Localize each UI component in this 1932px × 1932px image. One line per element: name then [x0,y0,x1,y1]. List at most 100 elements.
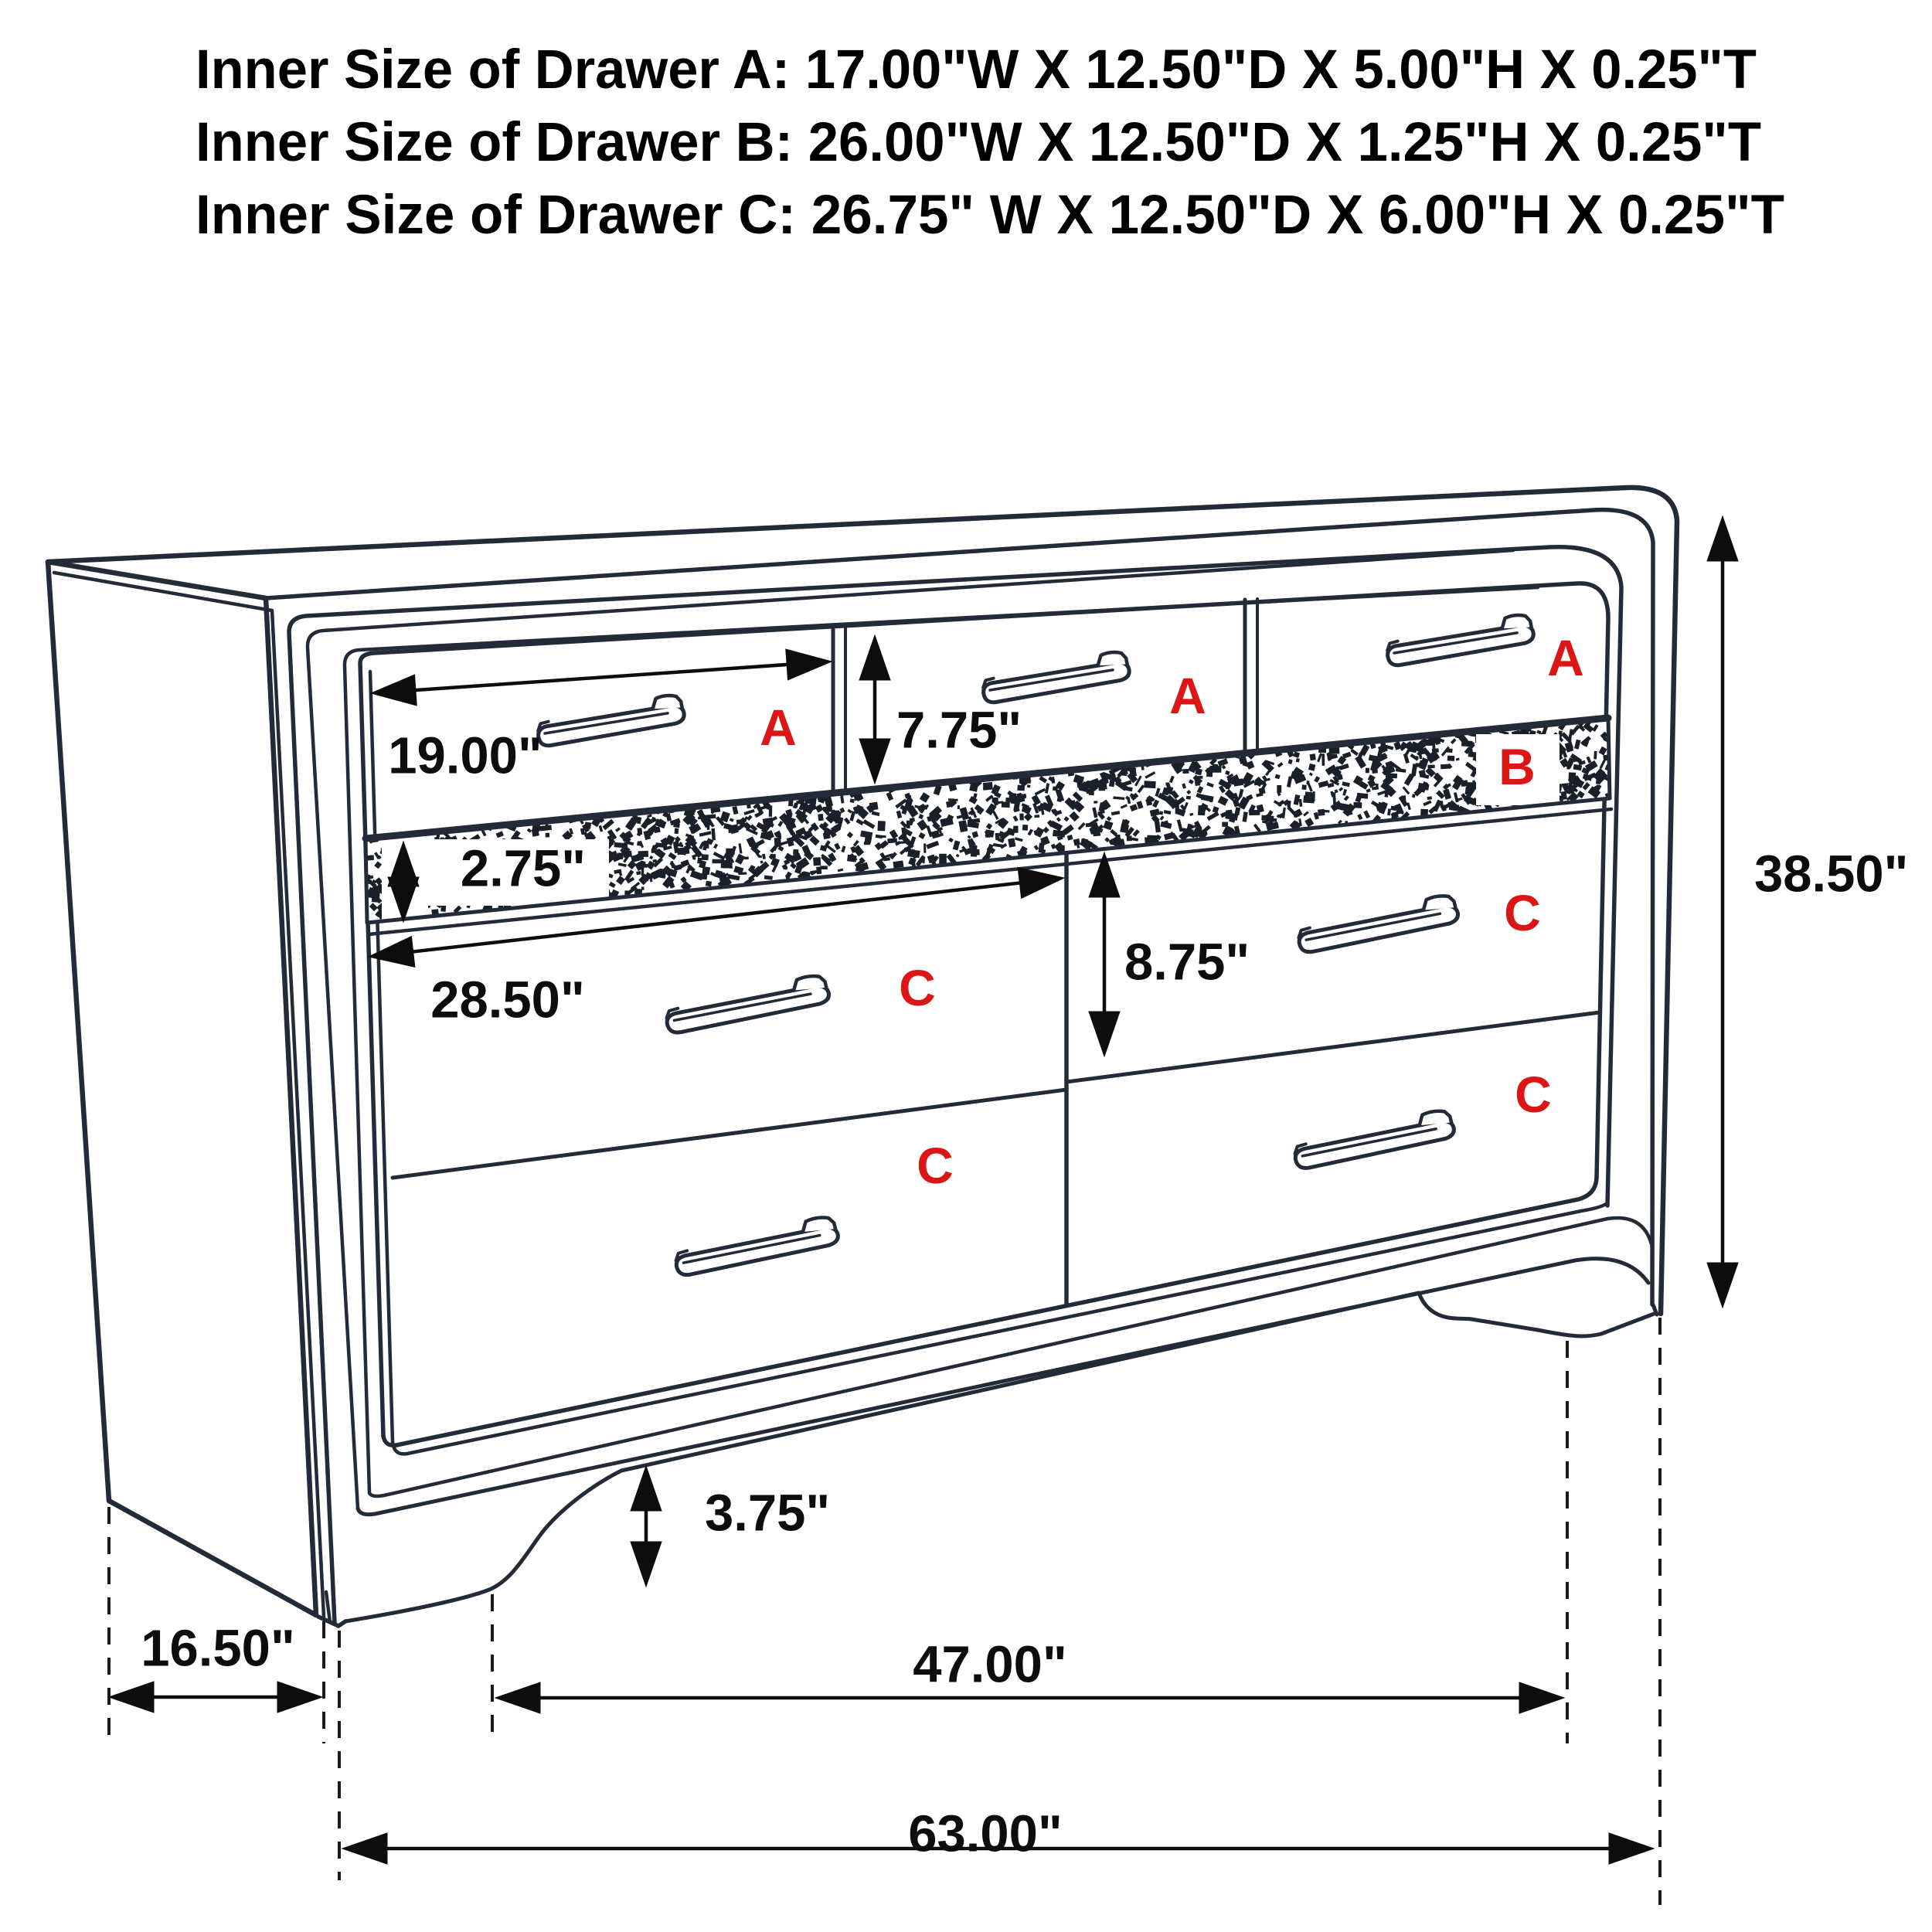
arrow-head [785,648,833,681]
frame-molding-rail-1 [305,548,1515,1511]
base-molding-top-edge [367,1216,1654,1498]
dimension-labels-group: 19.00" 7.75" 2.75" 28.50" 8.75" 38.50" 3… [141,702,1908,1863]
arrow-head [1706,515,1739,562]
handle-right-post [1418,1110,1451,1126]
frame-outer-rail [287,545,1624,1625]
top-back-edge-and-right-edge [45,485,1680,1317]
drawer-letter-c-bottom-right: C [1515,1066,1552,1123]
arrow-head [369,674,417,706]
drawer-a2-handle [981,651,1131,703]
arrow-head [630,1464,662,1512]
drawer-c-top-left-handle [664,975,832,1033]
arrow-head [1088,851,1121,898]
frame-molding-rail-2 [342,585,1540,1495]
dim-arrow-drawer-a-height [859,634,891,785]
arrow-head [494,1682,541,1714]
dim-arrow-drawer-b-height [387,840,420,923]
header-text-block: Inner Size of Drawer A: 17.00"W X 12.50"… [196,39,1784,246]
arrow-head [630,1541,662,1588]
left-foot-outline [316,1614,348,1628]
jewelry-drawer-band [362,714,1614,937]
handle-right-post [792,975,826,991]
speckle-dots [366,718,1610,922]
handle-left-post [537,722,549,731]
handle-left-post [665,1009,679,1019]
drawer-handles-group [536,614,1535,1276]
dim-arrow-base-height [630,1464,662,1588]
drawer-c-top-right-handle [1296,894,1461,953]
dim-label-overall-depth: 16.50" [141,1620,294,1678]
arrow-head [341,1832,388,1865]
header-line-drawer-b: Inner Size of Drawer B: 26.00"W X 12.50"… [196,112,1761,173]
drawer-letter-c-top-right: C [1504,884,1541,941]
band-label-keepout-2-75 [428,839,609,906]
drawer-c-bottom-right-handle [1292,1109,1457,1168]
dim-label-base-height: 3.75" [705,1485,830,1543]
arrow-head [367,935,416,968]
drawer-letter-a2: A [1169,667,1206,724]
dim-arrow-feet-span-width [494,1682,1566,1714]
drawer-c-right-divider [1064,1010,1602,1084]
handle-inner-line [682,1236,821,1263]
arrow-head [107,1681,155,1713]
handle-left-post [675,1250,688,1260]
band-label-keepout-b [1476,734,1560,805]
drawer-letter-c-bottom-left: C [917,1137,954,1194]
handle-right-post [1502,614,1532,629]
jewelry-band-lower-line [366,807,1614,937]
handle-left-post [1298,928,1311,938]
handle-right-post [652,695,682,709]
handle-left-post [1294,1144,1307,1154]
dim-label-overall-width: 63.00" [908,1805,1062,1863]
handle-inner-line [673,994,812,1020]
apron-bottom-edge-and-right-foot [343,1291,1658,1624]
dim-label-feet-span-width: 47.00" [913,1636,1066,1694]
dim-arrow-overall-width [341,1832,1655,1865]
dim-label-drawer-c-width: 28.50" [430,971,584,1029]
frame-inner-rail [358,581,1611,1438]
arrow-head [277,1681,324,1713]
dim-label-drawer-b-height: 2.75" [461,840,586,898]
arrow-head [1608,1832,1655,1865]
projection-lines-group [107,1318,1662,1905]
header-line-drawer-c: Inner Size of Drawer C: 26.75" W X 12.50… [196,185,1784,246]
dimension-arrows-group [107,515,1739,1865]
handle-inner-line [1393,633,1518,653]
drawer-a3-handle [1386,614,1535,666]
arrow-head [859,738,891,785]
drawer-letter-c-top-left: C [899,959,936,1016]
dim-arrow-overall-height [1706,515,1739,1309]
base-molding-bottom-edge [355,1257,1651,1517]
handle-right-post [801,1216,835,1233]
drawer-c-left-divider [390,1087,1069,1180]
arrow-head [1706,1262,1739,1309]
dimension-annotations: 19.00" 7.75" 2.75" 28.50" 8.75" 38.50" 3… [107,515,1908,1905]
handle-right-post [1422,894,1455,910]
jewelry-band-speckles [366,718,1610,922]
handle-inner-line [544,713,668,733]
dim-label-drawer-c-height: 8.75" [1124,934,1250,992]
top-front-edge-and-right-edge-2 [264,507,1655,1307]
jewelry-band-top-border [362,714,1612,842]
drawer-letter-labels: A A A B C C C C [760,629,1584,1194]
dim-label-drawer-a-width: 19.00" [388,727,542,785]
drawer-letter-a3: A [1547,629,1584,686]
dim-arrow-drawer-a-width [369,648,833,706]
left-foot-inner-edge [324,1590,332,1624]
header-line-drawer-a: Inner Size of Drawer A: 17.00"W X 12.50"… [196,39,1757,100]
arrow-shaft [409,662,794,692]
frame-inner-rail-2 [368,669,395,1444]
drawer-area-bottom-edge-2 [390,1200,1610,1456]
dim-label-drawer-a-height: 7.75" [896,702,1022,760]
arrow-head [859,634,891,681]
drawer-letter-a1: A [760,699,797,756]
arrow-shaft [406,880,1027,954]
handle-left-post [1386,641,1398,651]
arrow-head [1519,1682,1566,1714]
dim-arrow-drawer-c-width [367,867,1066,968]
side-panel-front-edge-inner [52,570,326,1619]
arrow-head [1088,1011,1121,1058]
handle-inner-line [1301,1129,1437,1156]
dim-arrow-overall-depth [107,1681,324,1713]
